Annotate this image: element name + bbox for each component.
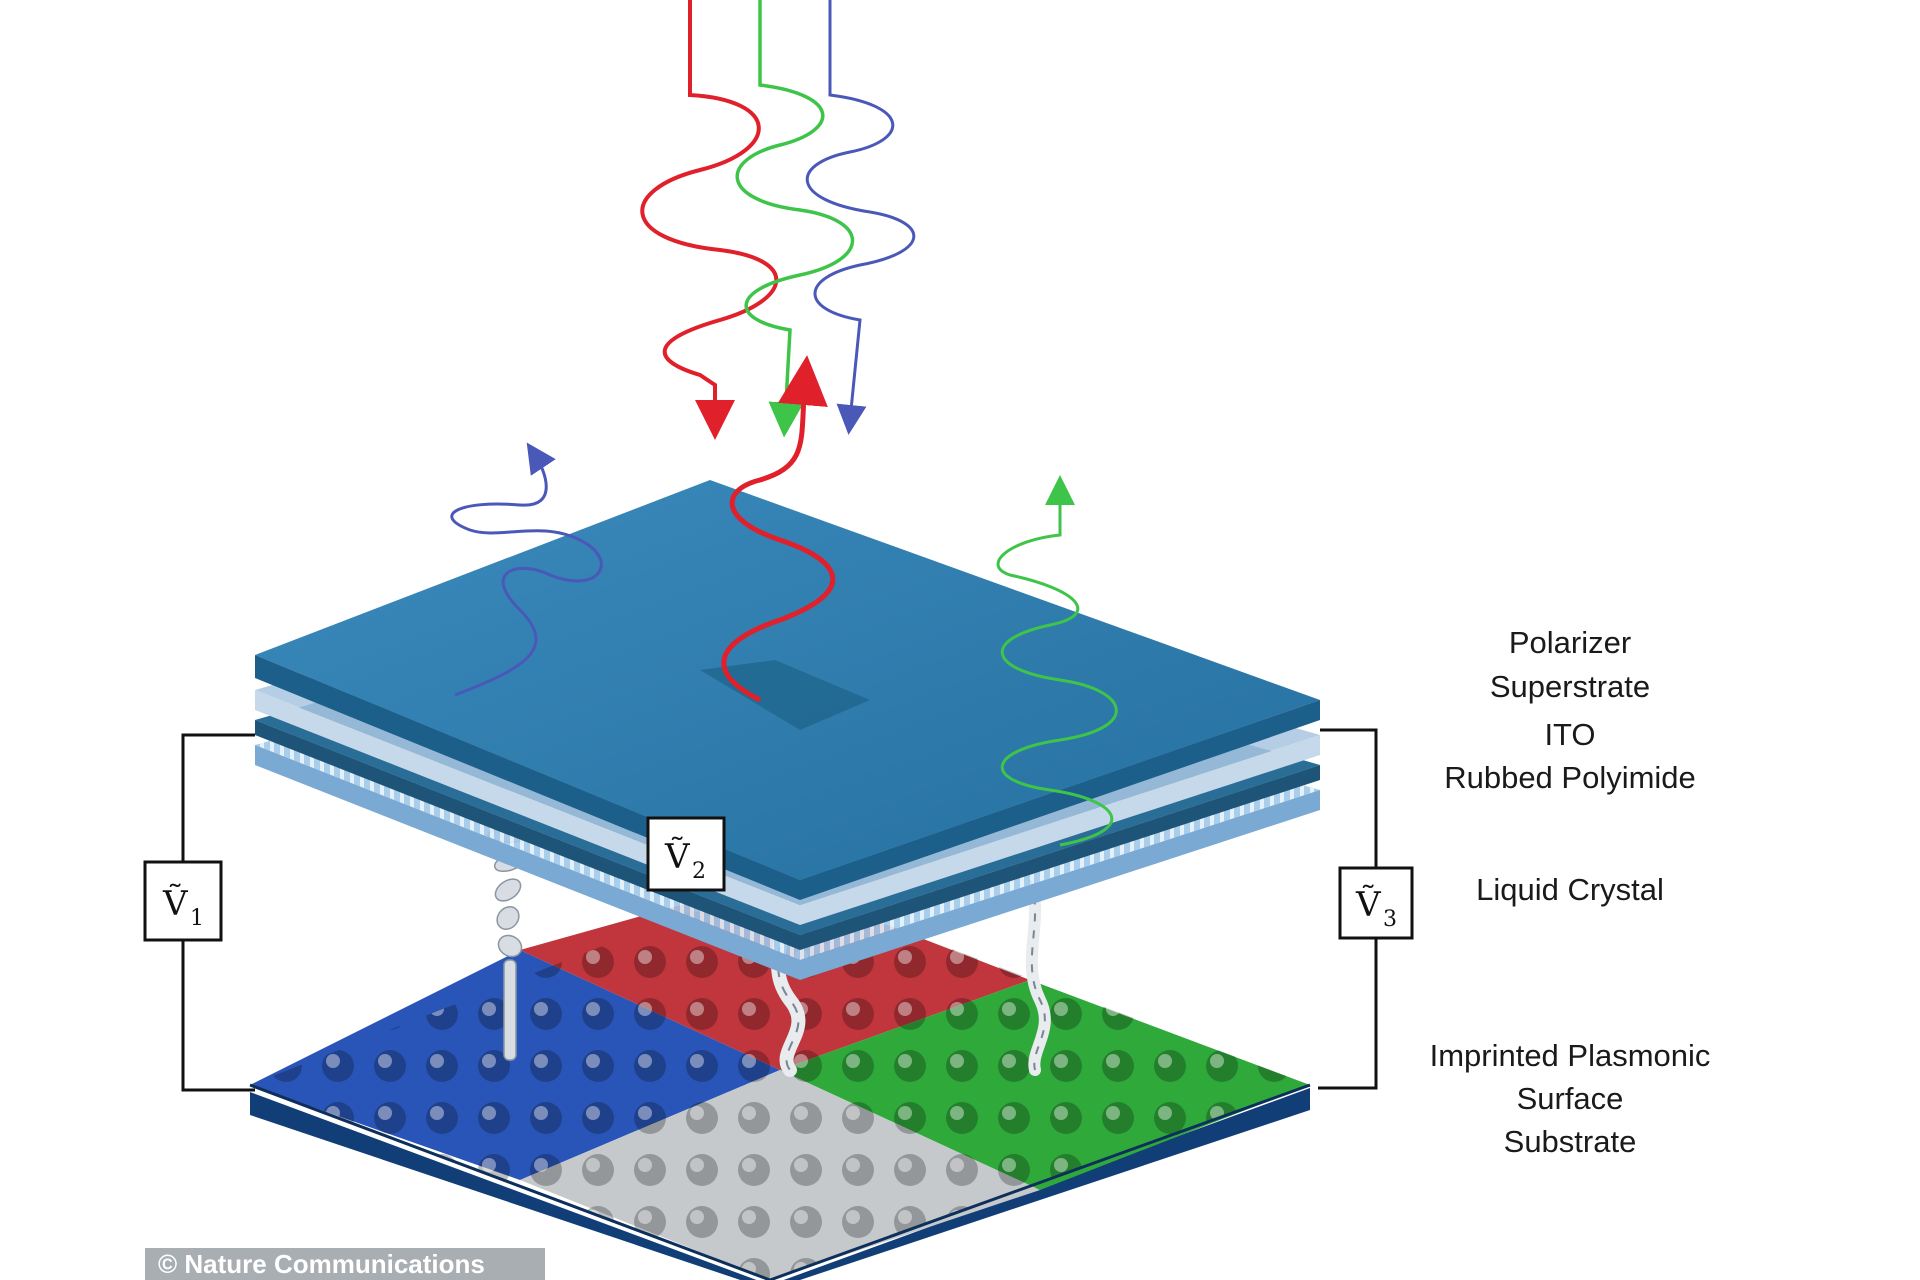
voltage-symbol: Ṽ: [664, 837, 691, 877]
reflected-green-wave: [996, 475, 1118, 847]
incoming-light-waves: [640, 0, 916, 440]
voltage-source-1: Ṽ 1: [143, 860, 223, 942]
label-substrate-line2: Surface: [1517, 1081, 1624, 1116]
credit-watermark: © Nature Communications: [145, 1248, 545, 1280]
reflected-blue-wave: [450, 442, 603, 697]
layer-labels: Polarizer Superstrate ITO Rubbed Polyimi…: [1430, 625, 1711, 1159]
credit-text: © Nature Communications: [158, 1249, 485, 1279]
voltage-subscript: 2: [692, 859, 706, 884]
label-ito: ITO: [1544, 717, 1595, 752]
voltage-source-3: Ṽ 3: [1338, 866, 1414, 940]
label-superstrate: Superstrate: [1490, 669, 1650, 704]
reflected-red-wave: [721, 355, 835, 703]
label-substrate-line3: Substrate: [1504, 1124, 1637, 1159]
label-rubbed-polyimide: Rubbed Polyimide: [1444, 760, 1696, 795]
incoming-green-wave: [735, 0, 855, 438]
voltage-symbol: Ṽ: [1355, 885, 1382, 925]
voltage-source-2: Ṽ 2: [646, 816, 726, 892]
layer-stack: [255, 480, 1320, 980]
incoming-red-wave: [640, 0, 779, 440]
label-substrate-line1: Imprinted Plasmonic: [1430, 1038, 1711, 1073]
label-polarizer: Polarizer: [1509, 625, 1631, 660]
voltage-subscript: 1: [190, 906, 204, 931]
voltage-symbol: Ṽ: [162, 884, 189, 924]
incoming-blue-wave: [805, 0, 916, 435]
emerging-light-waves: [450, 355, 1118, 847]
voltage-subscript: 3: [1383, 907, 1397, 932]
label-liquid-crystal: Liquid Crystal: [1476, 872, 1664, 907]
